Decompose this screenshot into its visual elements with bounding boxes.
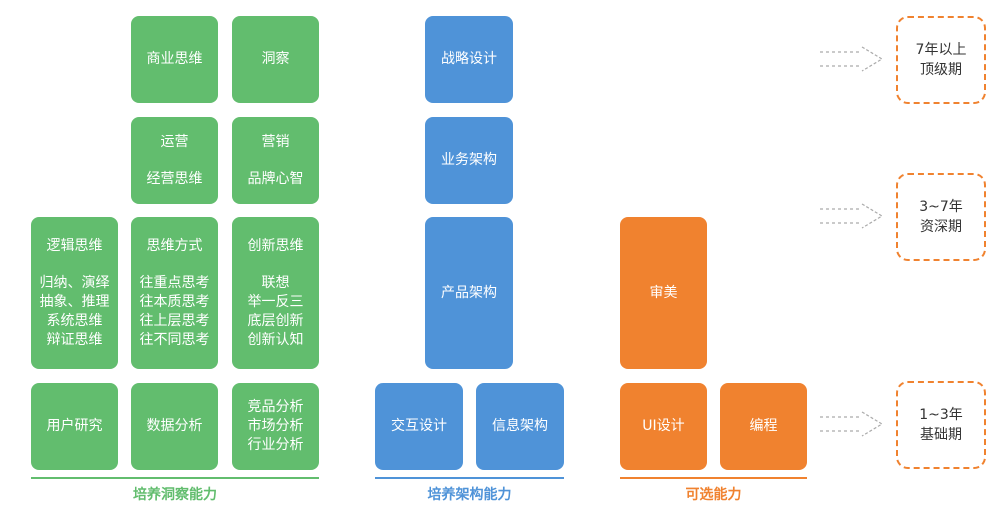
ui-design-box: UI设计 — [620, 383, 707, 470]
operations-subtitle: 经营思维 — [146, 170, 203, 187]
aesthetics-label: 审美 — [649, 284, 678, 301]
innovation-thinking-box: 创新思维 联想 举一反三 底层创新 创新认知 — [232, 217, 319, 369]
product-architecture-box: 产品架构 — [425, 217, 513, 369]
operations-box: 运营 经营思维 — [131, 117, 218, 204]
stage-name: 资深期 — [920, 219, 962, 235]
dashed-arrow-icon — [820, 203, 884, 229]
product-architecture-label: 产品架构 — [441, 284, 497, 301]
thinking-mode-title: 思维方式 — [146, 237, 203, 254]
stage-senior-level: 3~7年 资深期 — [896, 173, 986, 261]
insight-label: 洞察 — [261, 51, 290, 67]
insight-group-underline — [31, 477, 319, 479]
logic-thinking-title: 逻辑思维 — [46, 237, 103, 254]
data-analysis-label: 数据分析 — [146, 418, 203, 434]
logic-thinking-item: 抽象、推理 — [39, 293, 110, 310]
programming-label: 编程 — [749, 418, 778, 434]
interaction-design-box: 交互设计 — [375, 383, 463, 470]
logic-thinking-item: 归纳、演绎 — [39, 274, 110, 291]
marketing-box: 营销 品牌心智 — [232, 117, 319, 204]
user-research-box: 用户研究 — [31, 383, 118, 470]
marketing-title: 营销 — [261, 133, 290, 150]
innovation-thinking-item: 创新认知 — [247, 331, 304, 348]
thinking-mode-item: 往上层思考 — [139, 312, 210, 329]
aesthetics-box: 审美 — [620, 217, 707, 369]
innovation-thinking-item: 联想 — [261, 274, 290, 291]
data-analysis-box: 数据分析 — [131, 383, 218, 470]
architecture-group-label: 培养架构能力 — [427, 487, 512, 503]
stage-years: 7年以上 — [915, 42, 967, 58]
business-thinking-label: 商业思维 — [146, 51, 203, 67]
analysis-item: 行业分析 — [247, 437, 304, 453]
information-architecture-label: 信息架构 — [492, 418, 548, 434]
business-architecture-box: 业务架构 — [425, 117, 513, 204]
thinking-mode-box: 思维方式 往重点思考 往本质思考 往上层思考 往不同思考 — [131, 217, 218, 369]
stage-name: 顶级期 — [920, 62, 962, 78]
user-research-label: 用户研究 — [46, 418, 103, 434]
thinking-mode-item: 往重点思考 — [139, 274, 210, 291]
stage-basic-level: 1~3年 基础期 — [896, 381, 986, 469]
stage-name: 基础期 — [920, 427, 962, 443]
thinking-mode-item: 往本质思考 — [139, 293, 210, 310]
programming-box: 编程 — [720, 383, 807, 470]
insight-box: 洞察 — [232, 16, 319, 103]
information-architecture-box: 信息架构 — [476, 383, 564, 470]
thinking-mode-item: 往不同思考 — [139, 331, 210, 348]
innovation-thinking-title: 创新思维 — [247, 237, 304, 254]
business-architecture-label: 业务架构 — [441, 152, 497, 168]
architecture-group-underline — [375, 477, 564, 479]
dashed-arrow-icon — [820, 46, 884, 72]
marketing-subtitle: 品牌心智 — [247, 170, 304, 187]
analysis-item: 市场分析 — [247, 418, 304, 434]
logic-thinking-item: 系统思维 — [46, 312, 103, 329]
insight-group-label: 培养洞察能力 — [133, 487, 217, 503]
stage-years: 1~3年 — [919, 407, 963, 423]
market-analysis-box: 竞品分析 市场分析 行业分析 — [232, 383, 319, 470]
interaction-design-label: 交互设计 — [391, 418, 447, 434]
logic-thinking-item: 辩证思维 — [46, 331, 103, 348]
operations-title: 运营 — [160, 133, 189, 150]
optional-group-underline — [620, 477, 807, 479]
innovation-thinking-item: 底层创新 — [247, 312, 304, 329]
strategy-design-box: 战略设计 — [425, 16, 513, 103]
innovation-thinking-item: 举一反三 — [247, 293, 304, 310]
ui-design-label: UI设计 — [642, 418, 685, 434]
strategy-design-label: 战略设计 — [441, 51, 497, 67]
stage-top-level: 7年以上 顶级期 — [896, 16, 986, 104]
analysis-item: 竞品分析 — [247, 399, 304, 415]
optional-group-label: 可选能力 — [685, 487, 742, 503]
business-thinking-box: 商业思维 — [131, 16, 218, 103]
dashed-arrow-icon — [820, 411, 884, 437]
stage-years: 3~7年 — [919, 199, 963, 215]
logic-thinking-box: 逻辑思维 归纳、演绎 抽象、推理 系统思维 辩证思维 — [31, 217, 118, 369]
